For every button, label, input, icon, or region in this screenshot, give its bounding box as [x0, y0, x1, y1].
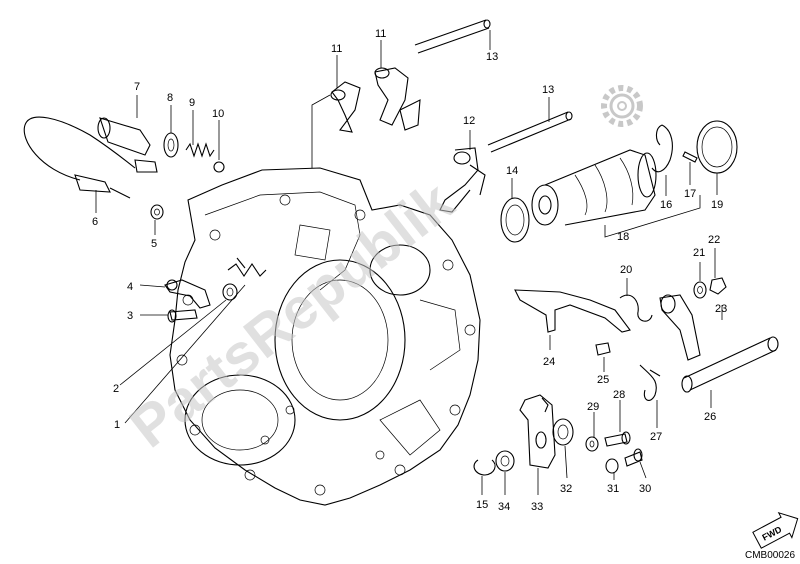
- washer-5: [150, 204, 164, 220]
- shift-drum: [531, 149, 657, 226]
- spring-20: [619, 294, 653, 322]
- bolt-3: [167, 309, 198, 323]
- callout-4: 4: [127, 281, 133, 293]
- callout-17: 17: [684, 188, 696, 200]
- callout-22: 22: [708, 234, 720, 246]
- pawl-4: [164, 279, 211, 309]
- callout-11a: 11: [331, 43, 342, 55]
- bolt-25: [595, 342, 611, 356]
- callout-19: 19: [711, 199, 723, 211]
- callout-30: 30: [639, 483, 651, 495]
- washer-31: [605, 458, 619, 474]
- callout-34: 34: [498, 501, 510, 513]
- ball-10: [213, 161, 225, 173]
- callout-18: 18: [617, 231, 629, 243]
- callout-labels: 1 2 3 4 5 6 7 8 9 10 11 11 12 13 13 14 1…: [92, 28, 727, 513]
- callout-11b: 11: [375, 28, 386, 40]
- washer-19: [696, 120, 738, 174]
- collar-32: [552, 418, 574, 446]
- callout-25: 25: [597, 374, 609, 386]
- callout-9: 9: [189, 97, 195, 109]
- diagram-code: CMB00026: [745, 550, 795, 561]
- callout-33: 33: [531, 501, 543, 513]
- callout-20: 20: [620, 264, 632, 276]
- bolt-30: [624, 448, 643, 467]
- callout-14: 14: [506, 165, 518, 177]
- callout-23: 23: [715, 303, 727, 315]
- fwd-arrow-badge: FWD: [752, 511, 799, 549]
- callout-16: 16: [660, 199, 672, 211]
- callout-12: 12: [463, 115, 475, 127]
- shift-fork-11b: [374, 67, 421, 131]
- callout-32: 32: [560, 483, 572, 495]
- shift-lever-26: [659, 294, 779, 393]
- callout-6: 6: [92, 216, 98, 228]
- callout-28: 28: [613, 389, 625, 401]
- callout-5: 5: [151, 238, 157, 250]
- callout-7: 7: [134, 81, 140, 93]
- leader-lines: [95, 30, 723, 495]
- callout-27: 27: [650, 431, 662, 443]
- callout-31: 31: [607, 483, 619, 495]
- callout-3: 3: [127, 310, 133, 322]
- washer-29: [585, 436, 599, 452]
- circlip-22: [709, 277, 727, 295]
- washer-21: [693, 281, 707, 299]
- pin-17: [682, 151, 698, 163]
- circlip-15: [473, 459, 496, 476]
- fork-shaft-lower: [487, 111, 573, 153]
- bolt-28: [604, 431, 631, 447]
- fork-shaft-upper: [414, 19, 491, 54]
- selector-plate-24: [514, 289, 631, 333]
- ring-14: [500, 197, 530, 243]
- callout-1: 1: [114, 419, 120, 431]
- spring-detent: [227, 257, 267, 277]
- crankcase: [169, 167, 481, 506]
- callout-26: 26: [704, 411, 716, 423]
- callout-13a: 13: [486, 51, 498, 63]
- shift-fork-11a: [330, 81, 361, 133]
- callout-8: 8: [167, 92, 173, 104]
- washer-3b: [222, 283, 238, 301]
- stopper-plate-33: [519, 394, 556, 469]
- gear-icon: [601, 85, 643, 127]
- callout-10: 10: [212, 108, 224, 120]
- callout-15: 15: [476, 499, 488, 511]
- sensor-body: [97, 117, 151, 156]
- callout-24: 24: [543, 356, 555, 368]
- neutral-switch-sensor: [23, 116, 158, 199]
- washer-34: [495, 450, 515, 472]
- callout-21: 21: [693, 247, 705, 259]
- circlip-16: [651, 124, 673, 173]
- spring-27: [639, 364, 661, 401]
- callout-29: 29: [587, 401, 599, 413]
- spring-9: [185, 142, 215, 158]
- shift-fork-12: [439, 147, 486, 213]
- callout-13b: 13: [542, 84, 554, 96]
- callout-2: 2: [113, 383, 119, 395]
- washer-8: [163, 132, 179, 158]
